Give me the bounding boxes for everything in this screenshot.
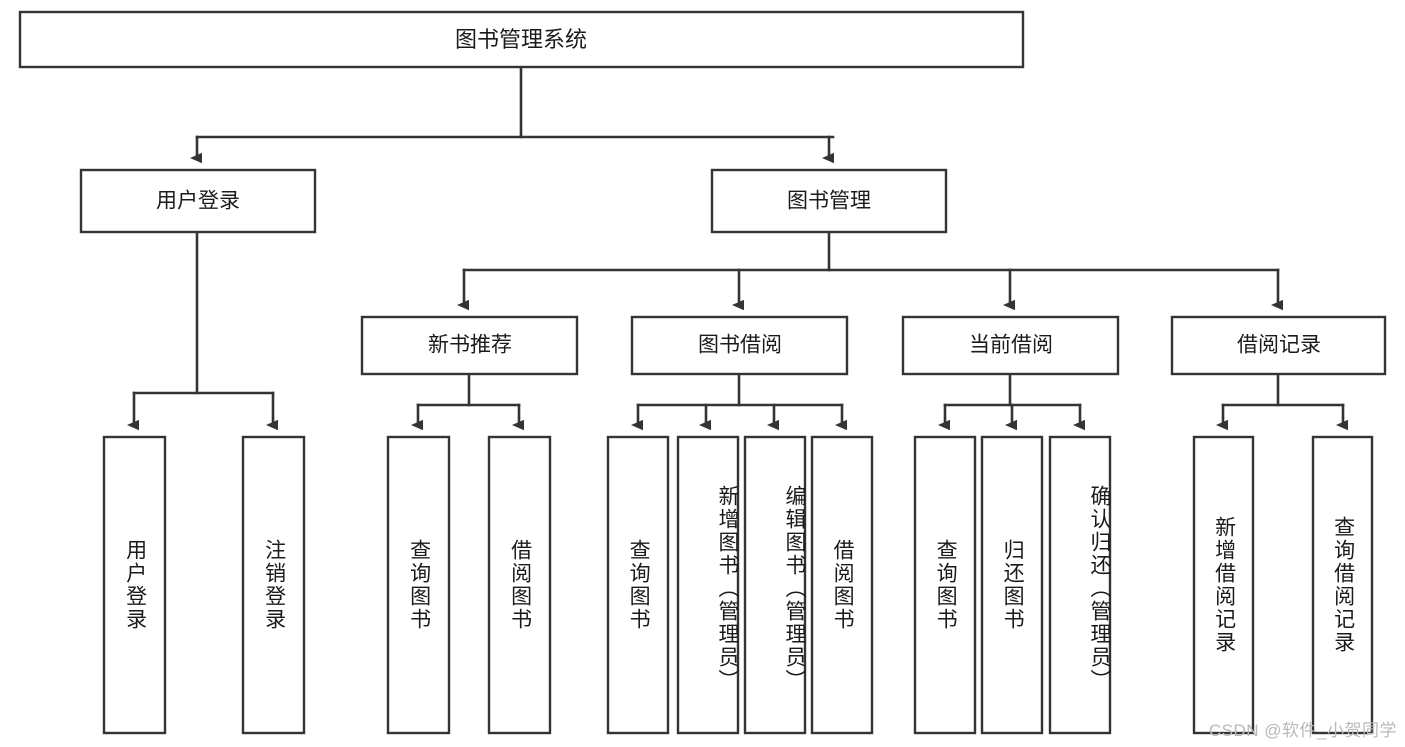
leaf-box-record-add[interactable] <box>1192 435 1255 735</box>
leaf-box-newbook-borrow[interactable] <box>487 435 552 735</box>
leaf-box-record-query[interactable] <box>1311 435 1374 735</box>
node-book-borrow-box[interactable] <box>630 315 849 376</box>
node-book-management[interactable]: 图书管理 <box>710 168 948 234</box>
connector-newbook-to-leaves <box>411 372 524 431</box>
leaf-box-user-login-logout[interactable] <box>241 435 306 735</box>
node-book-borrow[interactable]: 图书借阅 <box>630 315 849 376</box>
node-book-borrow-label: 图书借阅 <box>698 334 782 357</box>
node-user-login-label: 用户登录 <box>156 190 240 213</box>
node-book-management-box[interactable] <box>710 168 948 234</box>
connector-record-to-leaves <box>1216 372 1348 431</box>
leaf-box-borrow-add[interactable] <box>676 435 740 735</box>
node-root-label: 图书管理系统 <box>455 27 587 52</box>
node-current-borrow-box[interactable] <box>901 315 1120 376</box>
node-user-login[interactable]: 用户登录 <box>79 168 317 234</box>
csdn-watermark: CSDN @软件_小贺同学 <box>1208 721 1397 740</box>
connector-userlogin-to-leaves <box>127 230 278 431</box>
leaf-box-borrow-edit[interactable] <box>743 435 807 735</box>
connector-root-to-level2 <box>190 65 835 164</box>
node-current-borrow-label: 当前借阅 <box>969 334 1053 357</box>
node-borrow-record-label: 借阅记录 <box>1237 334 1321 357</box>
node-book-management-label: 图书管理 <box>787 190 871 213</box>
connector-current-to-leaves <box>938 372 1085 431</box>
node-new-book-recommend[interactable]: 新书推荐 <box>360 315 579 376</box>
connector-bookmgmt-to-level3 <box>457 230 1283 311</box>
leaf-box-borrow-query[interactable] <box>606 435 670 735</box>
leaf-box-newbook-query[interactable] <box>386 435 451 735</box>
node-borrow-record-box[interactable] <box>1170 315 1387 376</box>
node-new-book-recommend-box[interactable] <box>360 315 579 376</box>
node-new-book-recommend-label: 新书推荐 <box>428 334 512 357</box>
leaf-box-user-login-login[interactable] <box>102 435 167 735</box>
node-borrow-record[interactable]: 借阅记录 <box>1170 315 1387 376</box>
leaf-box-borrow-lend[interactable] <box>810 435 874 735</box>
leaf-box-current-confirm[interactable] <box>1048 435 1112 735</box>
node-root-box[interactable] <box>18 10 1025 69</box>
leaf-box-current-return[interactable] <box>980 435 1044 735</box>
node-user-login-box[interactable] <box>79 168 317 234</box>
leaf-box-current-query[interactable] <box>913 435 977 735</box>
connector-borrow-to-leaves <box>631 372 847 431</box>
node-root[interactable]: 图书管理系统 <box>18 10 1025 69</box>
node-current-borrow[interactable]: 当前借阅 <box>901 315 1120 376</box>
